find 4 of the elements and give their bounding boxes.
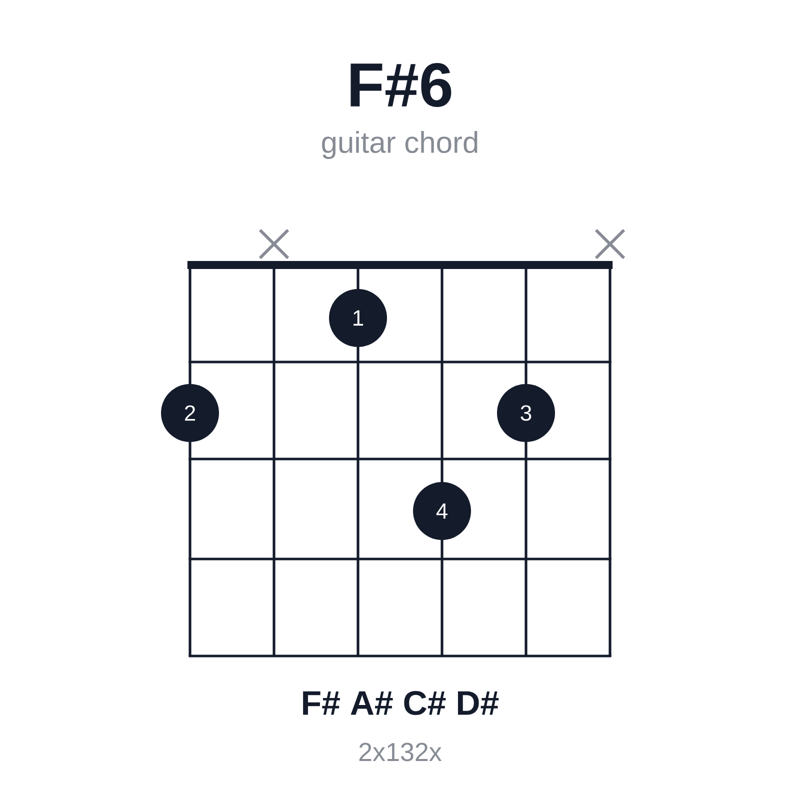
fingering: 2x132x: [359, 742, 442, 762]
chord-notes: F# A# C# D#: [303, 690, 499, 716]
chord-title: F#6: [350, 63, 452, 107]
subtitle: guitar chord: [322, 131, 478, 159]
